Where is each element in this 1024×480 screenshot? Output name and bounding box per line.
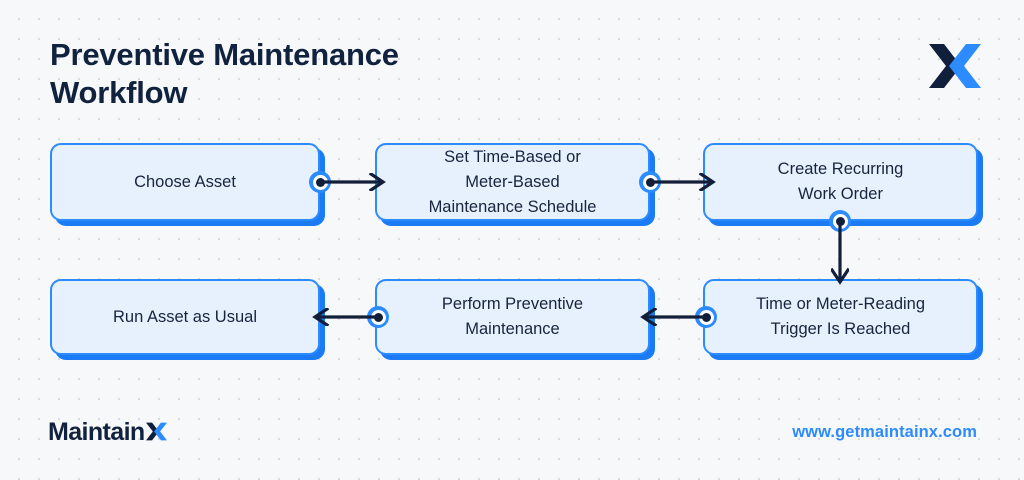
- flow-node-run-asset[interactable]: Run Asset as Usual: [50, 279, 320, 355]
- website-url[interactable]: www.getmaintainx.com: [792, 423, 977, 441]
- arrow-down-icon: [831, 224, 849, 286]
- connector-create-work-order-to-trigger-reached: [829, 210, 851, 285]
- maintainx-wordmark: Maintain: [48, 418, 167, 447]
- arrow-left-icon: [311, 308, 375, 326]
- flow-node-trigger-reached[interactable]: Time or Meter-Reading Trigger Is Reached: [703, 279, 978, 355]
- flow-node-perform-preventive-maintenance[interactable]: Perform Preventive Maintenance: [375, 279, 650, 355]
- maintainx-x-icon: [145, 420, 167, 441]
- maintainx-x-icon: [929, 44, 981, 88]
- flow-node-choose-asset[interactable]: Choose Asset: [50, 143, 320, 221]
- page-title: Preventive Maintenance Workflow: [50, 37, 399, 110]
- maintainx-wordmark-text: Maintain: [48, 418, 145, 446]
- flow-node-set-schedule[interactable]: Set Time-Based or Meter-Based Maintenanc…: [375, 143, 650, 221]
- flow-node-create-work-order[interactable]: Create Recurring Work Order: [703, 143, 978, 221]
